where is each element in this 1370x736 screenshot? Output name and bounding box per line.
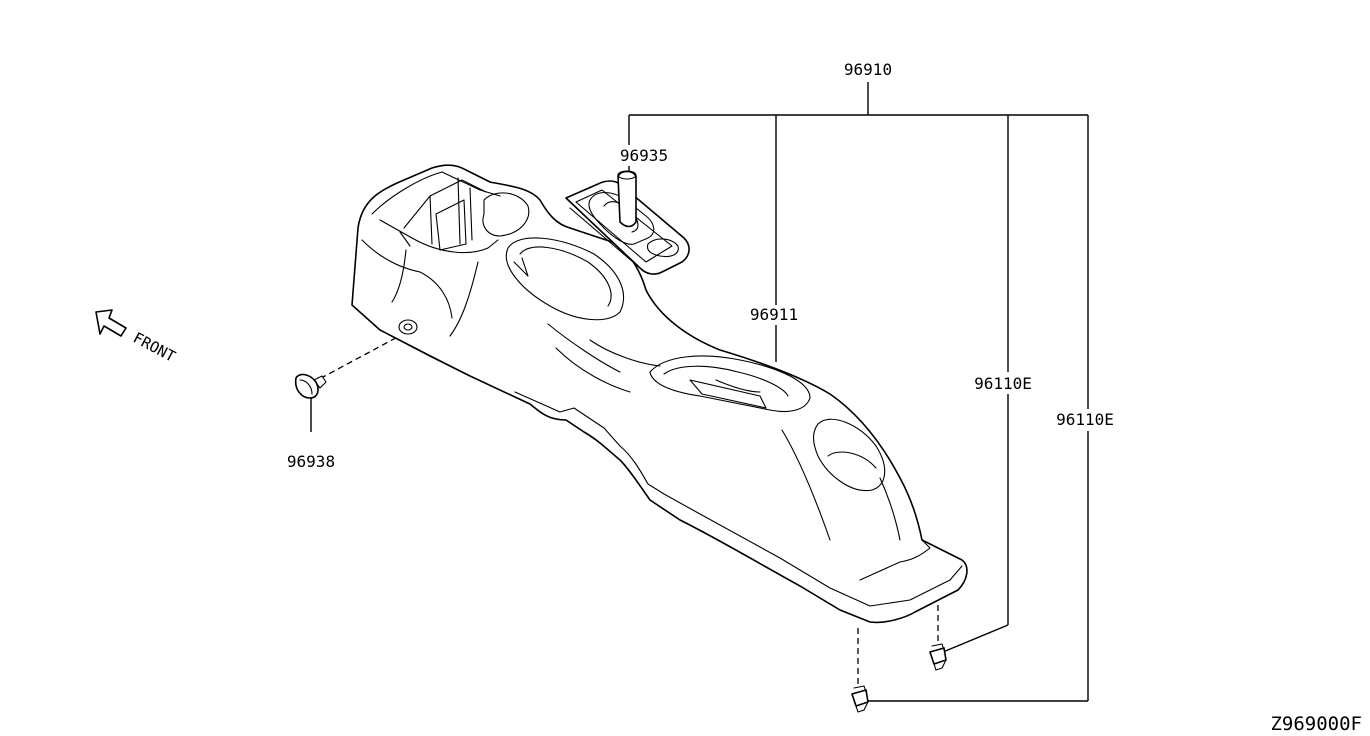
- install-dash-lines: [322, 332, 939, 688]
- grommet-drawing: [294, 373, 327, 399]
- leader-lines: [310, 82, 1089, 702]
- label-clip-a: 96110E: [974, 374, 1032, 393]
- clip-b-drawing: [851, 685, 869, 713]
- console-body-drawing: [351, 164, 968, 624]
- front-arrow-icon: [95, 309, 127, 337]
- label-clip-b: 96110E: [1056, 410, 1114, 429]
- front-direction-label: FRONT: [130, 329, 178, 366]
- grommet-hole: [398, 319, 418, 335]
- diagram-code: Z969000F: [1270, 713, 1362, 735]
- label-gear-boot: 96935: [620, 146, 668, 165]
- gear-boot-drawing: [565, 170, 690, 275]
- label-assembly: 96910: [844, 60, 892, 79]
- label-console-body: 96911: [750, 305, 798, 324]
- label-grommet: 96938: [287, 452, 335, 471]
- clip-a-drawing: [929, 643, 947, 671]
